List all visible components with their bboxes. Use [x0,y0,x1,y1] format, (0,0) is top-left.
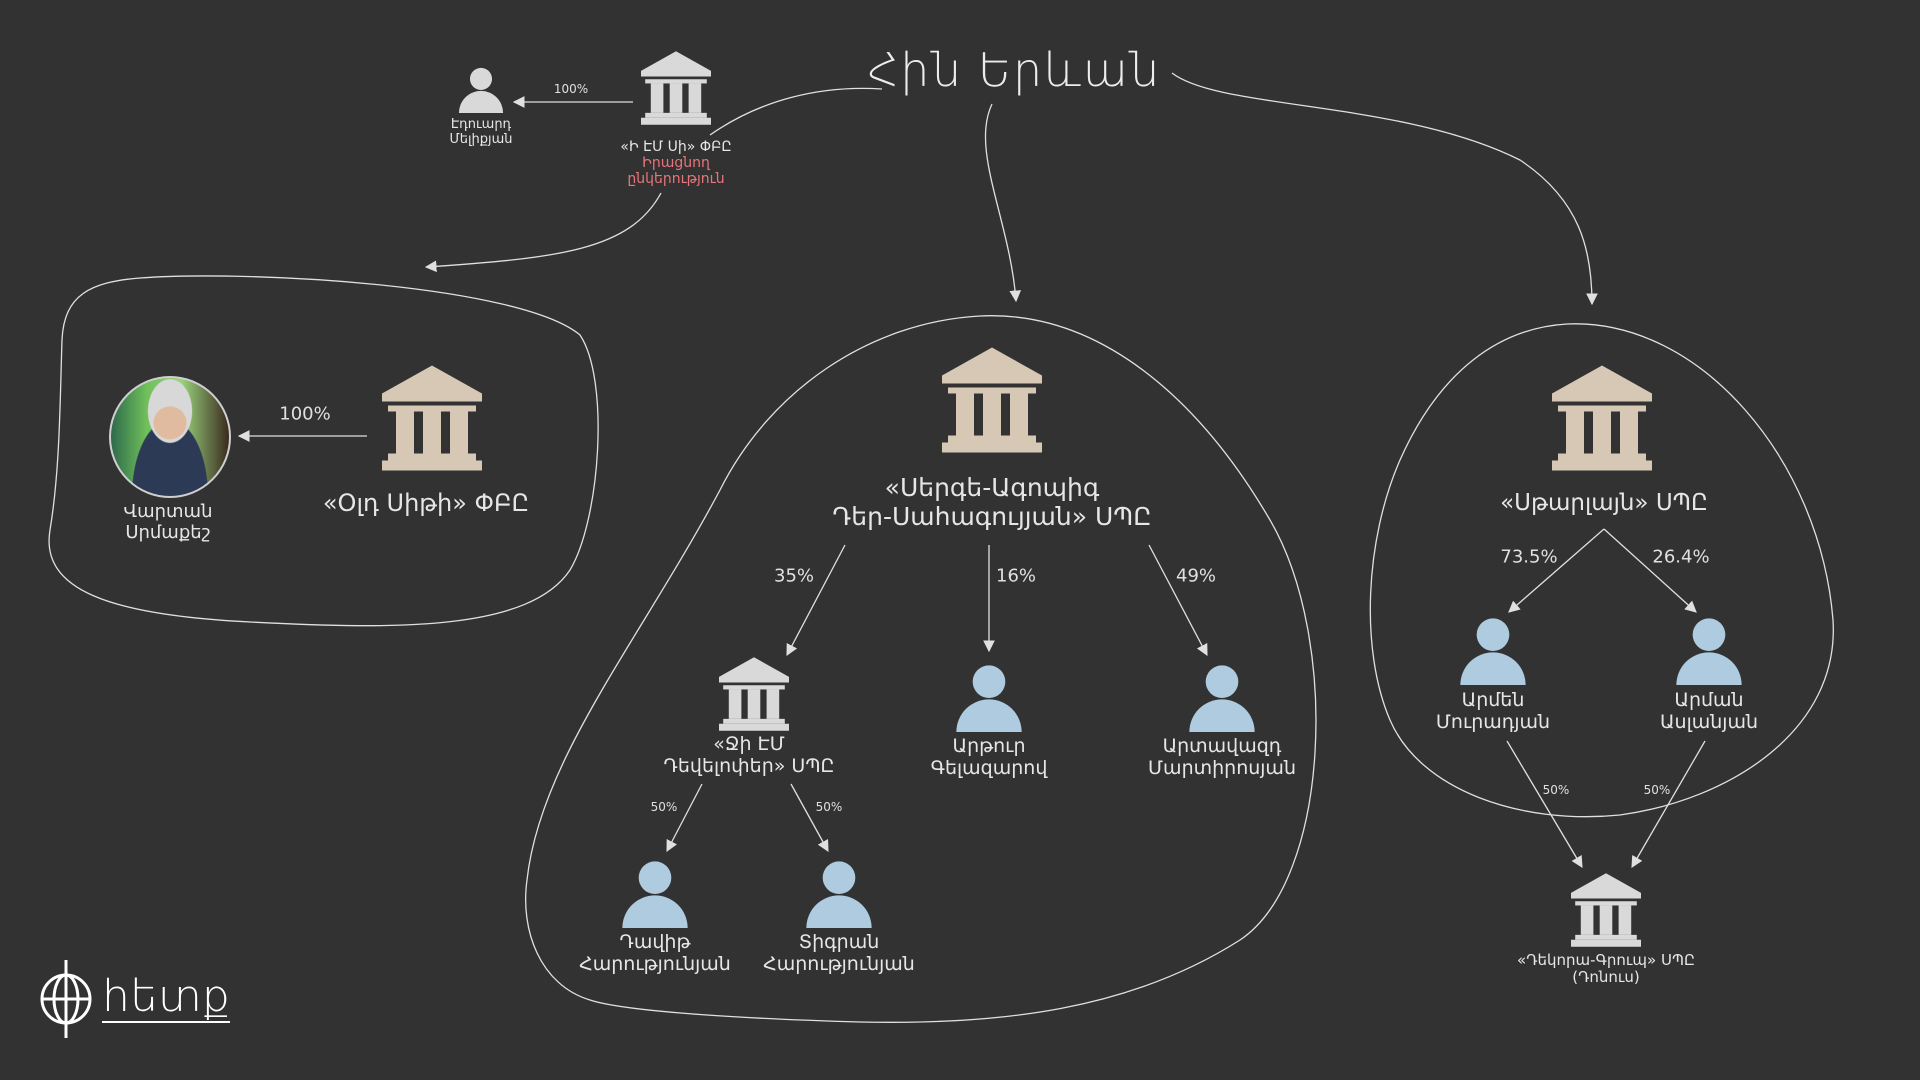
owner-line1: «Ջի ԷՄ [713,733,785,755]
share-label: 73.5% [1500,546,1558,568]
owner-first-name: Արտավազդ [1162,735,1282,757]
share-label: 26.4% [1652,546,1710,568]
share-label: 50% [650,800,678,814]
owner-first-name: Արմեն [1461,689,1525,711]
owner-last-name: Մելիքյան [449,131,513,147]
person-photo [109,376,231,498]
company-title: «Ի ԷՄ Սի» ՓԲԸ [620,139,732,155]
owner-first-name: Տիգրան [798,931,880,953]
globe-icon [40,960,92,1038]
share-label: 50% [1643,783,1671,797]
person-icon [955,664,1023,732]
share-label: 100% [279,403,331,425]
company-alias: (Դոնուս) [1572,968,1640,987]
person-icon [1459,617,1527,685]
company-role: Իրացնող [642,155,710,172]
bank-icon [719,657,789,731]
person-icon [1188,664,1256,732]
owner-last-name: Մուրադյան [1435,710,1551,733]
company-name: «Ի ԷՄ Սի» ՓԲԸ Իրացնող ընկերություն [620,139,731,187]
left-group-outline [48,275,599,627]
bank-icon [942,347,1042,453]
owner-last-name: Սրմաքեշ [125,521,211,543]
person-icon [458,67,504,113]
owner-last-name: Գելազարով [930,756,1048,779]
share-label: 50% [815,800,843,814]
bank-icon [382,365,482,471]
company-title: «Սերգե-Ագոպիգ [884,473,1100,502]
logo-text: հետք [102,971,231,1023]
company-role-2: ընկերություն [627,171,725,188]
company-title: «Դեկորա-Գրուպ» ՍՊԸ [1517,951,1695,969]
share-label: 49% [1175,565,1217,587]
middle-group-outline [525,315,1317,1023]
owner-last-name: Ասլանյան [1659,710,1759,733]
company-name: «Օլդ Սիթի» ՓԲԸ [322,489,530,517]
bank-icon [1552,365,1652,471]
company-title-2: Դեր-Սահագույյան» ՍՊԸ [832,501,1152,531]
right-group-outline [1369,323,1834,818]
logo: հետք [38,958,231,1040]
diagram-title: Հին Երևան [867,43,1161,97]
bank-icon [1571,873,1641,947]
owner-first-name: Էդուարդ [450,117,512,132]
owner-first-name: Արթուր [952,735,1026,757]
share-label: 50% [1542,783,1570,797]
owner-first-name: Վարտան [123,501,213,522]
owner-line2: Դեվելոփեր» ՍՊԸ [663,754,835,777]
person-icon [805,860,873,928]
owner-last-name: Հարությունյան [763,952,915,975]
bank-icon [641,51,711,125]
company-name: «Սթարլայն» ՍՊԸ [1500,490,1708,516]
share-label: 100% [553,82,589,96]
person-icon [621,860,689,928]
share-label: 16% [995,565,1037,587]
owner-first-name: Արման [1674,689,1744,711]
person-icon [1675,617,1743,685]
owner-last-name: Հարությունյան [579,952,731,975]
owner-first-name: Դավիթ [619,931,691,953]
owner-last-name: Մարտիրոսյան [1148,756,1296,779]
share-label: 35% [773,565,815,587]
company-name: «Դեկորա-Գրուպ» ՍՊԸ(Դոնուս) [1517,951,1695,987]
